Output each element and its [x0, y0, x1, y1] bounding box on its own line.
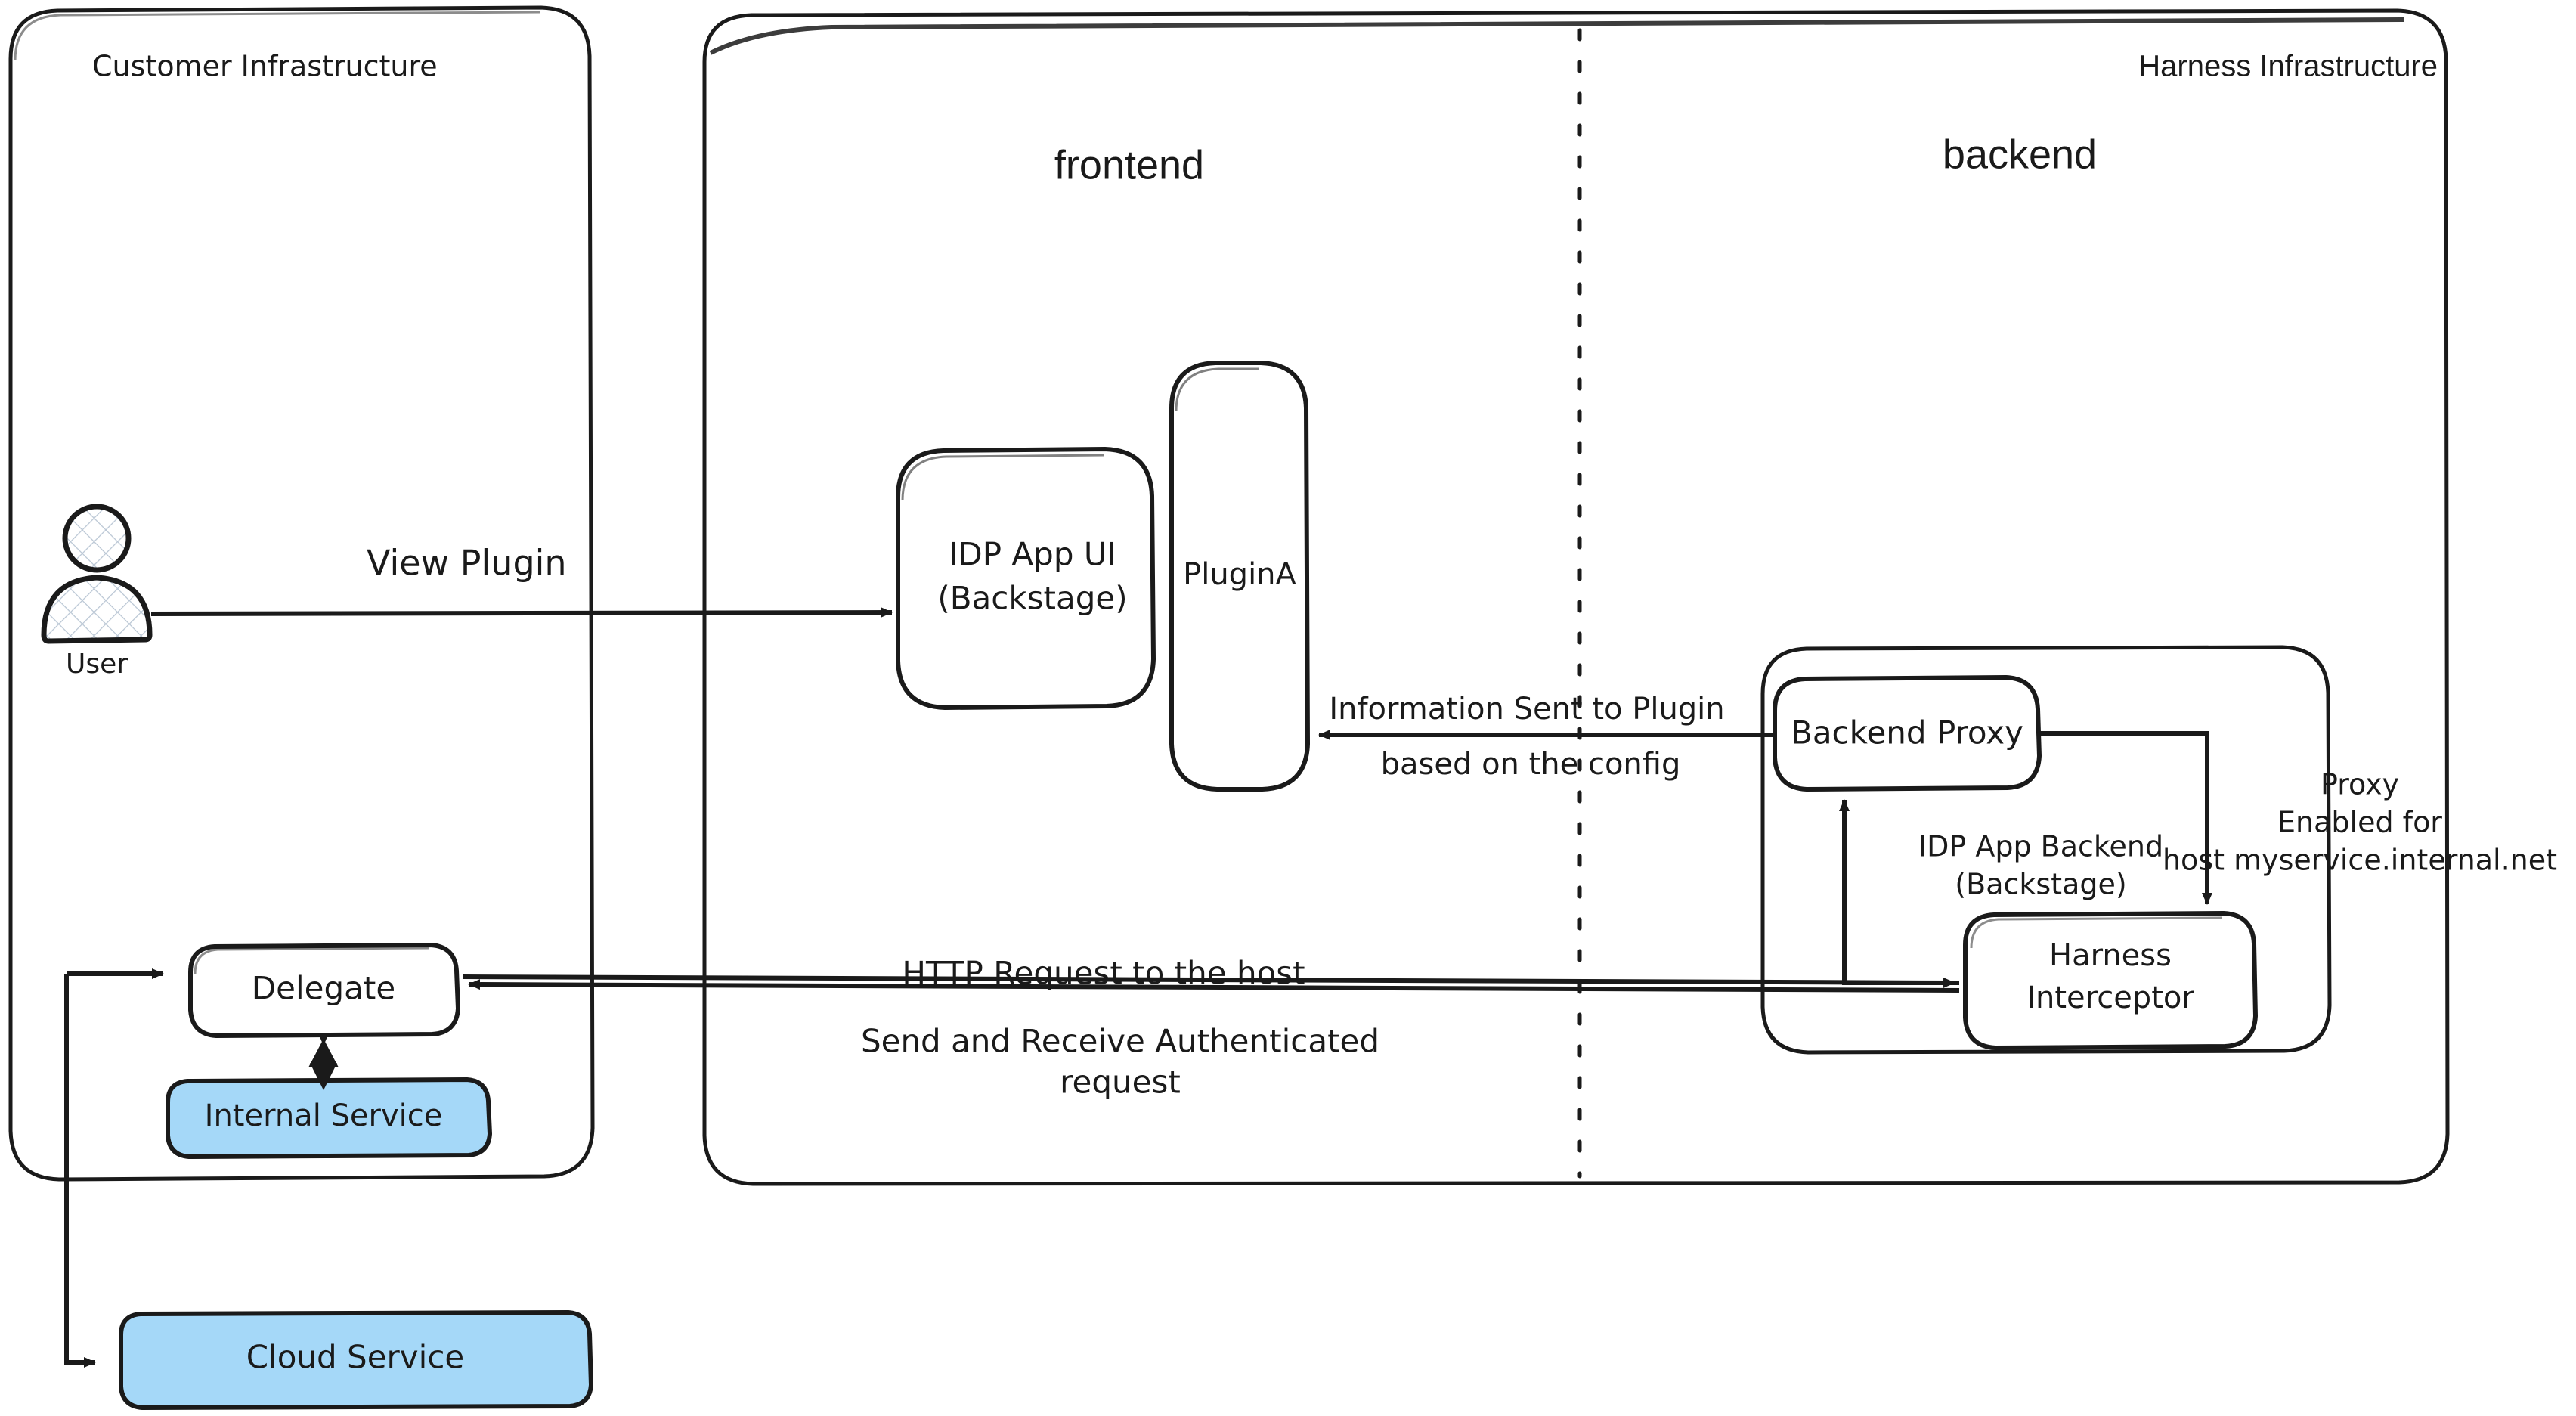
- edge-proxy-to-interceptor: [2039, 731, 2212, 905]
- internal-service-label: Internal Service: [205, 1098, 443, 1133]
- edge-view-plugin: [150, 607, 893, 618]
- cloud-service-label: Cloud Service: [246, 1339, 465, 1376]
- customer-infrastructure-container: [8, 5, 595, 1182]
- idp-app-backend-container: [1760, 645, 2332, 1055]
- harness-interceptor-label-line1: Harness: [2049, 938, 2172, 973]
- harness-interceptor-label-line2: Interceptor: [2026, 981, 2194, 1015]
- delegate-node[interactable]: [188, 943, 460, 1038]
- harness-infrastructure-container: [702, 8, 2450, 1186]
- edge-view-plugin-label: View Plugin: [367, 543, 567, 584]
- internal-service-node[interactable]: [166, 1077, 492, 1159]
- backend-proxy-node[interactable]: [1773, 675, 2042, 792]
- arrowhead-down: [310, 1063, 337, 1090]
- idp-app-backend-label-line1: IDP App Backend: [1918, 830, 2163, 863]
- user-label: User: [66, 649, 128, 680]
- delegate-label: Delegate: [252, 970, 395, 1007]
- proxy-enabled-label-line1: Proxy: [2321, 768, 2399, 801]
- edge-interceptor-to-proxy: [1839, 799, 1959, 985]
- proxy-enabled-label-line2: Enabled for: [2277, 806, 2442, 839]
- edge-to-cloud-service: [64, 974, 96, 1368]
- edge-http-request-line1: HTTP Request to the host: [902, 955, 1305, 992]
- proxy-enabled-label-line3: host myservice.internal.net: [2163, 844, 2557, 877]
- edge-authenticated-request-to-interceptor: [462, 974, 1955, 988]
- cloud-service-node[interactable]: [119, 1310, 593, 1410]
- harness-interceptor-node[interactable]: [1963, 911, 2258, 1050]
- zone-label-backend: backend: [1943, 132, 2097, 177]
- zone-label-frontend: frontend: [1054, 142, 1204, 187]
- edge-http-request-to-delegate: [468, 979, 1960, 993]
- edge-info-to-plugin-line2: based on the config: [1381, 747, 1681, 782]
- plugin-a-label: PluginA: [1183, 557, 1296, 592]
- plugin-a-node[interactable]: [1169, 361, 1310, 792]
- backend-proxy-label: Backend Proxy: [1791, 714, 2023, 751]
- harness-infrastructure-title: Harness Infrastructure: [2138, 50, 2438, 83]
- edge-info-to-plugin-line1: Information Sent to Plugin: [1329, 692, 1724, 727]
- idp-app-backend-label-line2: (Backstage): [1955, 868, 2126, 901]
- idp-app-ui-node[interactable]: [896, 447, 1156, 710]
- edge-http-request-line2: Send and Receive Authenticated: [861, 1023, 1379, 1060]
- idp-app-ui-label-line2: (Backstage): [937, 580, 1127, 617]
- user-actor: [41, 504, 153, 644]
- idp-app-ui-label-line1: IDP App UI: [949, 536, 1116, 573]
- customer-infrastructure-title: Customer Infrastructure: [92, 50, 438, 83]
- edge-http-request-line3: request: [1060, 1064, 1181, 1101]
